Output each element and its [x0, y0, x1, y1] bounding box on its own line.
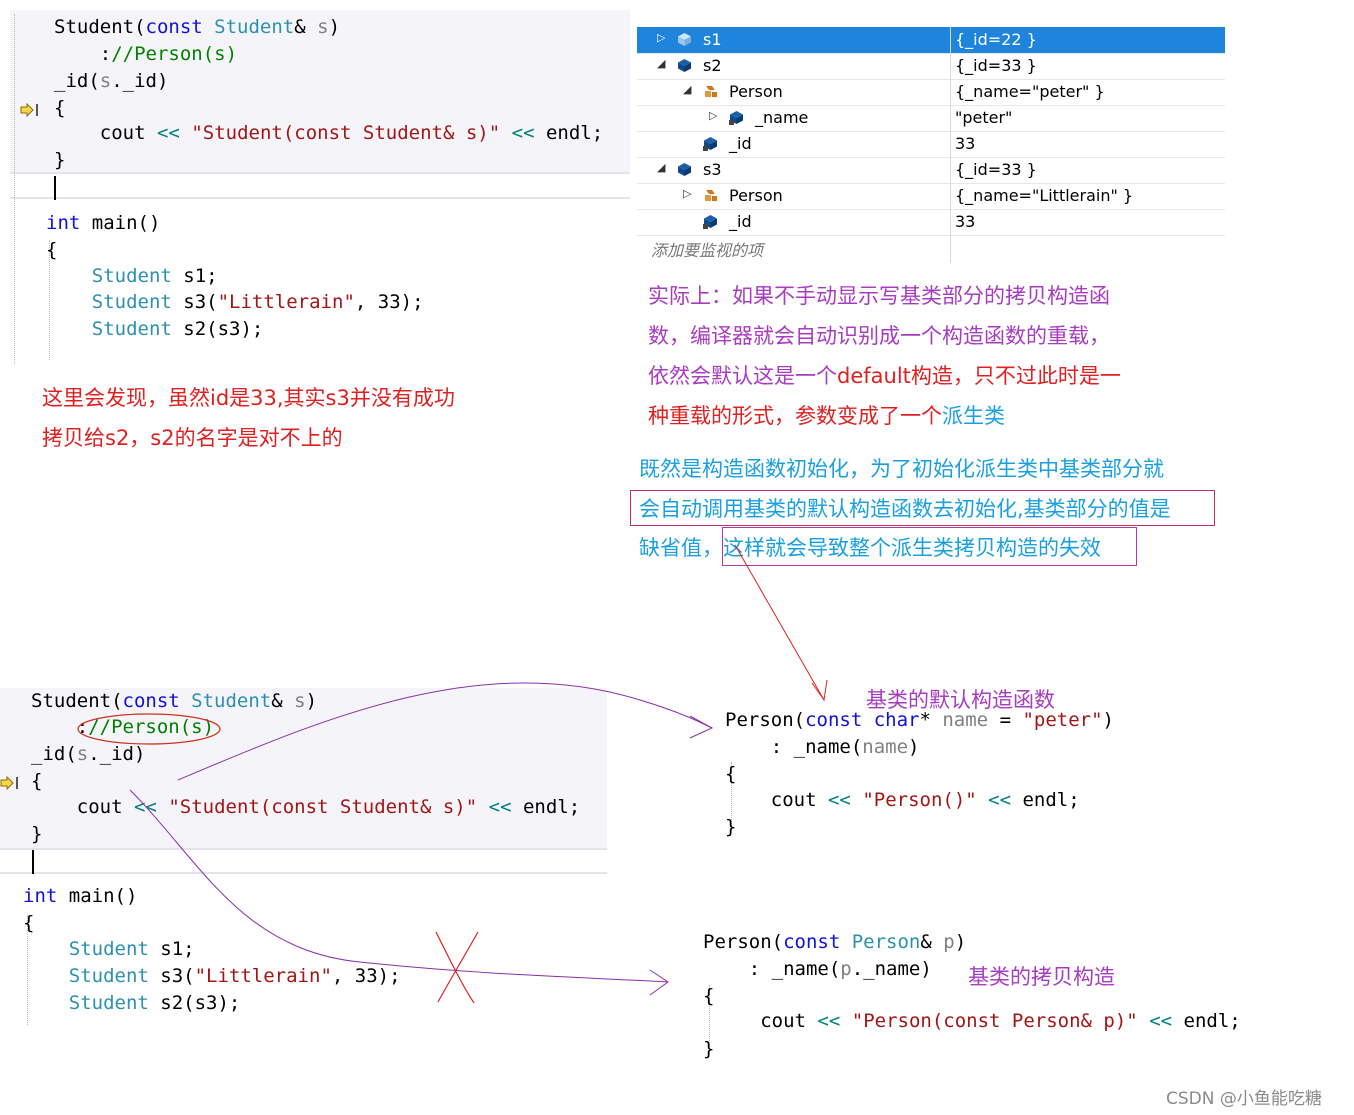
code-line-commented-init: ://Person(s)	[99, 43, 238, 65]
note-left-line-2: 拷贝给s2，s2的名字是对不上的	[42, 426, 343, 450]
person-copy-sig: Person(const Person& p)	[703, 931, 967, 953]
purple-arrow-copy	[129, 789, 669, 983]
label-default-ctor: 基类的默认构造函数	[866, 688, 1055, 712]
note-right-line-4: 种重载的形式，参数变成了一个派生类	[648, 404, 1005, 428]
label-copy-ctor: 基类的拷贝构造	[968, 965, 1115, 989]
code2-line-s3: Student s3("Littlerain", 33);	[68, 965, 401, 987]
indent-guide	[709, 985, 710, 1055]
code2-line-commented-init: ://Person(s)	[76, 716, 215, 738]
highlight-box-2	[722, 527, 1137, 566]
person-default-cout: cout << "Person()" << endl;	[770, 789, 1080, 811]
watch-row-s1[interactable]: ▷ s1 {_id=22 }	[637, 27, 1225, 54]
watch-row-s2-person[interactable]: ◢ Person {_name="peter" }	[637, 79, 1225, 106]
red-circle	[77, 713, 221, 745]
bottom-code-divider-2	[0, 872, 607, 874]
code2-line-student-ctor: Student(const Student& s)	[31, 690, 318, 712]
breakpoint-arrow-icon[interactable]	[0, 775, 20, 791]
watch-window[interactable]: ▷ s1 {_id=22 } ◢ s2 {_id=33 } ◢ Person {…	[637, 27, 1225, 263]
note-right-line-2: 数，编译器就会自动识别成一个构造函数的重载，	[648, 324, 1110, 348]
note-blue-line-1: 既然是构造函数初始化，为了初始化派生类中基类部分就	[639, 457, 1164, 481]
watch-column-divider[interactable]	[950, 27, 951, 263]
person-copy-init: : _name(p._name)	[748, 958, 932, 980]
top-code-divider-2	[10, 197, 630, 199]
indent-guide	[27, 915, 28, 1025]
watch-row-s3-person[interactable]: ▷ Person {_name="Littlerain" }	[637, 183, 1225, 210]
watch-row-s2-name[interactable]: ▷ _name "peter"	[637, 105, 1225, 132]
code2-line-id-init: _id(s._id)	[31, 743, 146, 765]
person-default-open: {	[725, 763, 737, 785]
note-left-line-1: 这里会发现，虽然id是33,其实s3并没有成功	[42, 386, 455, 410]
indent-guide	[731, 762, 732, 832]
note-right-line-1: 实际上：如果不手动显示写基类部分的拷贝构造函	[648, 284, 1110, 308]
watch-row-s2[interactable]: ◢ s2 {_id=33 }	[637, 53, 1225, 80]
highlight-box-1	[630, 490, 1215, 526]
code2-line-s1: Student s1;	[68, 938, 195, 960]
watch-row-s3[interactable]: ◢ s3 {_id=33 }	[637, 157, 1225, 184]
code2-line-cout: cout << "Student(const Student& s)" << e…	[76, 796, 581, 818]
note-blue-line-3: 缺省值，这样就会导致整个派生类拷贝构造的失效	[639, 536, 1101, 560]
bottom-code-divider	[0, 848, 607, 850]
code-line-s3: Student s3("Littlerain", 33);	[91, 291, 424, 313]
watermark: CSDN @小鱼能吃糖	[1166, 1089, 1322, 1109]
watch-row-s2-id[interactable]: _id 33	[637, 131, 1225, 158]
add-watch-hint[interactable]: 添加要监视的项	[651, 241, 764, 260]
text-caret	[32, 850, 34, 874]
code-line-id-init: _id(s._id)	[54, 70, 169, 92]
top-code-highlight	[10, 10, 630, 172]
code-line-main-brace: {	[46, 239, 58, 261]
breakpoint-arrow-icon[interactable]	[20, 102, 40, 118]
code2-line-main-brace: {	[23, 912, 35, 934]
code2-line-open-brace: {	[31, 770, 43, 792]
top-code-divider	[10, 172, 630, 174]
code-line-cout: cout << "Student(const Student& s)" << e…	[99, 122, 604, 144]
person-default-sig: Person(const char* name = "peter")	[725, 709, 1114, 731]
code-line-student-ctor: Student(const Student& s)	[54, 16, 341, 38]
person-copy-close: }	[703, 1038, 715, 1060]
red-arrow	[734, 544, 825, 701]
note-right-line-3: 依然会默认这是一个default构造，只不过此时是一	[648, 364, 1121, 388]
indent-guide	[14, 14, 15, 364]
person-default-close: }	[725, 816, 737, 838]
note-blue-line-2: 会自动调用基类的默认构造函数去初始化,基类部分的值是	[639, 497, 1171, 521]
code-line-s2: Student s2(s3);	[91, 318, 264, 340]
red-x-mark	[435, 931, 475, 1004]
code2-line-main: int main()	[23, 885, 138, 907]
indent-guide	[49, 240, 50, 360]
person-copy-open: {	[703, 985, 715, 1007]
purple-arrow-default	[177, 682, 713, 781]
code2-line-close-brace: }	[31, 823, 43, 845]
text-caret	[54, 176, 56, 200]
code-line-close-brace: }	[54, 149, 66, 171]
person-copy-cout: cout << "Person(const Person& p)" << end…	[760, 1010, 1241, 1032]
code-line-s1: Student s1;	[91, 265, 218, 287]
watch-row-s3-id[interactable]: _id 33	[637, 209, 1225, 236]
person-default-init: : _name(name)	[770, 736, 920, 758]
code-line-open-brace: {	[54, 97, 66, 119]
code2-line-s2: Student s2(s3);	[68, 992, 241, 1014]
bottom-code-highlight	[0, 688, 607, 848]
code-line-main: int main()	[46, 212, 161, 234]
